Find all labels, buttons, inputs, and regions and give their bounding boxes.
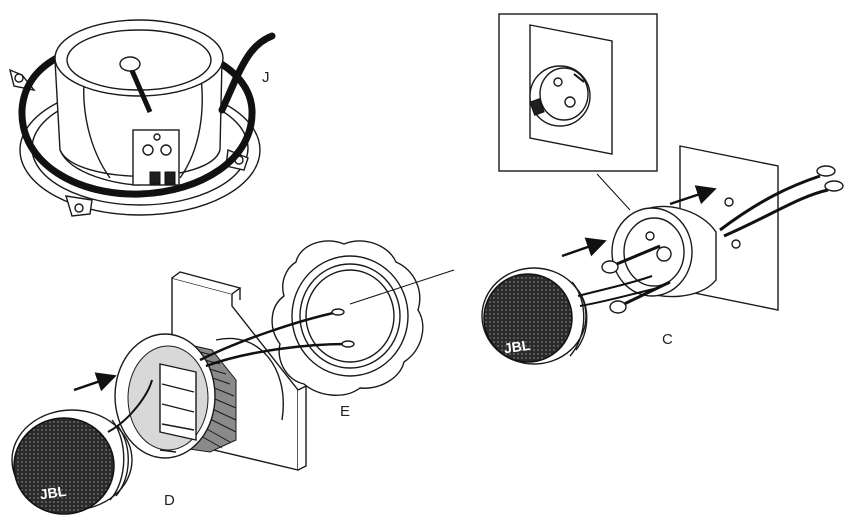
retaining-nut-e: E bbox=[271, 240, 424, 420]
label-d: D bbox=[164, 492, 175, 509]
label-j: J bbox=[262, 69, 270, 86]
label-e: E bbox=[340, 403, 350, 420]
woofer-assembly: J bbox=[8, 19, 276, 217]
insert-arrow-d bbox=[73, 372, 117, 392]
label-c: C bbox=[662, 331, 673, 348]
surface-mount-c: JBL C bbox=[481, 145, 844, 365]
screw-lower bbox=[609, 280, 671, 314]
tweeter-c: JBL bbox=[481, 267, 659, 365]
insert-arrow-c-tweeter bbox=[561, 237, 607, 258]
terminal-block bbox=[132, 129, 180, 186]
grille-logo-c: JBL bbox=[503, 337, 532, 357]
screw-upper bbox=[601, 244, 661, 274]
tweeter-d: JBL D bbox=[11, 379, 175, 515]
insert-arrow-c-wall bbox=[669, 185, 717, 206]
detail-inset bbox=[498, 13, 658, 211]
threaded-housing bbox=[114, 333, 237, 459]
mounting-tab-bottom bbox=[65, 195, 93, 217]
grille-logo-d: JBL bbox=[39, 483, 68, 503]
